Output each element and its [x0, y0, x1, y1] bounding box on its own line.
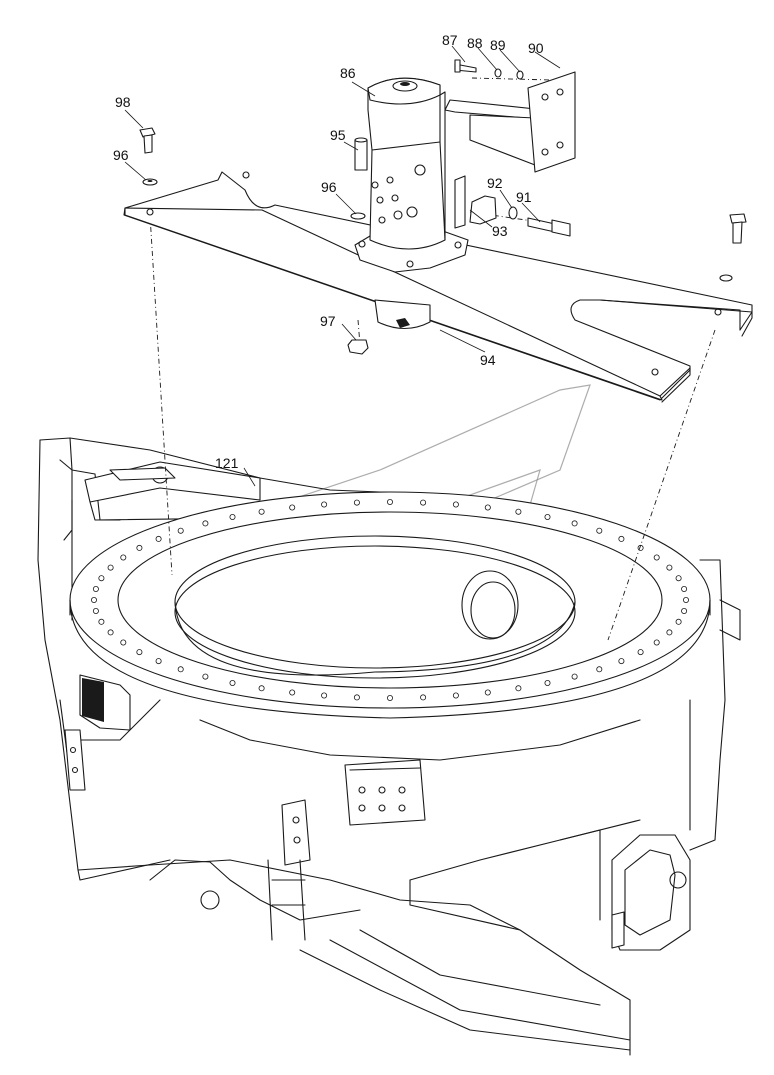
callout-88: 88: [467, 35, 483, 51]
bolt-hole: [107, 629, 114, 636]
bolt-hole: [681, 586, 688, 593]
bolt-hole: [321, 501, 328, 508]
bolt-hole: [202, 520, 209, 527]
bolt-hole: [107, 564, 114, 571]
bolt-hole: [136, 649, 143, 656]
leader-lines: [124, 45, 561, 487]
callout-97: 97: [320, 313, 336, 329]
bolt-hole: [258, 685, 265, 692]
bolt-hole: [666, 564, 673, 571]
bolt-hole: [91, 597, 98, 604]
bolt-hole: [571, 520, 578, 527]
callout-labels: 87 88 89 90 86 98 95 96 96 92 91 93 97 9…: [113, 32, 544, 471]
bolt-hole: [637, 544, 644, 551]
bolt-hole: [321, 692, 328, 699]
bolt-hole: [452, 501, 459, 508]
bolt-hole: [596, 666, 603, 673]
bolt-hole: [675, 575, 682, 582]
bolt-hole: [120, 639, 127, 646]
bolt-hole: [155, 535, 162, 542]
bolt-hole: [92, 586, 99, 593]
bolt-hole: [420, 499, 427, 506]
callout-95: 95: [330, 127, 346, 143]
bolt-hole: [544, 680, 551, 687]
bolt-hole: [683, 597, 690, 604]
bolt-hole: [596, 527, 603, 534]
bolt-hole: [353, 694, 360, 701]
callout-94: 94: [480, 352, 496, 368]
bolt-hole: [484, 504, 491, 511]
bolt-hole: [386, 695, 393, 702]
slewing-ring: [69, 491, 711, 719]
bolt-hole: [229, 514, 236, 521]
bolt-hole: [258, 508, 265, 515]
callout-121: 121: [215, 455, 239, 471]
bolt-hole: [155, 658, 162, 665]
callout-89: 89: [490, 37, 506, 53]
bolt-hole: [544, 514, 551, 521]
callout-87: 87: [442, 32, 458, 48]
bolt-hole: [202, 673, 209, 680]
bolt-hole: [289, 504, 296, 511]
bolt-hole: [136, 544, 143, 551]
bolt-hole: [618, 658, 625, 665]
callout-90: 90: [528, 40, 544, 56]
bolt-hole: [120, 554, 127, 561]
bolt-hole: [515, 685, 522, 692]
callout-98: 98: [115, 94, 131, 110]
bolt-hole: [452, 692, 459, 699]
bolt-hole: [653, 554, 660, 561]
callout-86: 86: [340, 65, 356, 81]
bolt-hole: [353, 499, 360, 506]
swivel-joint-assembly: [354, 71, 576, 330]
fasteners: [139, 59, 747, 355]
bolt-hole: [618, 535, 625, 542]
bolt-hole: [681, 608, 688, 615]
bolt-hole: [571, 673, 578, 680]
bolt-hole: [653, 639, 660, 646]
ring-bolt-holes: [91, 498, 690, 702]
bolt-hole: [666, 629, 673, 636]
callout-96-left: 96: [113, 147, 129, 163]
callout-96-center: 96: [321, 179, 337, 195]
bolt-hole: [484, 689, 491, 696]
bolt-hole: [92, 608, 99, 615]
bolt-hole: [675, 618, 682, 625]
callout-93: 93: [492, 223, 508, 239]
bolt-hole: [515, 508, 522, 515]
bolt-hole: [637, 649, 644, 656]
callout-92: 92: [487, 175, 503, 191]
bolt-hole: [420, 694, 427, 701]
callout-91: 91: [516, 189, 532, 205]
bolt-hole: [177, 527, 184, 534]
bolt-hole: [177, 666, 184, 673]
bolt-hole: [98, 618, 105, 625]
bolt-hole: [386, 498, 393, 505]
bolt-hole: [98, 575, 105, 582]
bolt-hole: [289, 689, 296, 696]
bolt-hole: [229, 680, 236, 687]
frame-body: [37, 437, 741, 1056]
